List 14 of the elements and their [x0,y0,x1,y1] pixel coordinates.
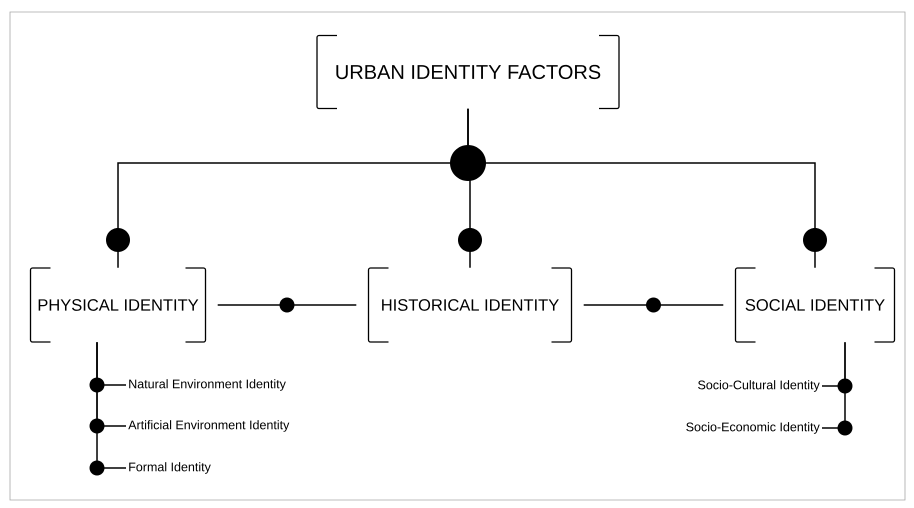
connector-line [218,298,356,312]
bracket-box: URBAN IDENTITY FACTORS [316,34,620,110]
branch-label: Artificial Environment Identity [128,420,290,432]
branch-label: Natural Environment Identity [129,379,286,391]
connector-line [90,342,126,476]
bracket-box: SOCIAL IDENTITY [734,267,896,343]
branch-label: Formal Identity [129,462,211,474]
bracket-box: HISTORICAL IDENTITY [368,267,572,343]
branch-label: Socio-Cultural Identity [698,380,820,392]
connector-line [822,342,852,436]
connector-line [584,298,724,312]
branch-label: Socio-Economic Identity [686,422,820,434]
bracket-box: PHYSICAL IDENTITY [30,267,206,343]
connector-line [467,108,827,268]
